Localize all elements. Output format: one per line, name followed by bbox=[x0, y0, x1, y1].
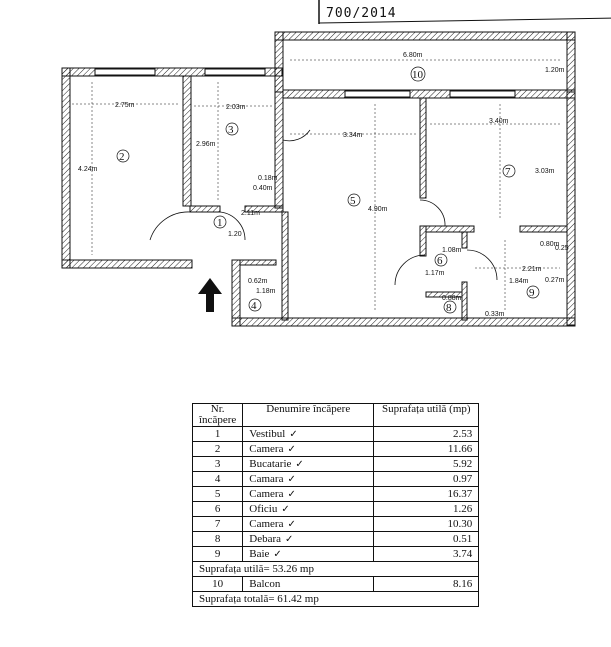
room-number: 4 bbox=[251, 300, 257, 312]
table-row: 4 Camara✓ 0.97 bbox=[191, 471, 480, 487]
table-row: 5 Camera✓ 16.37 bbox=[191, 486, 480, 502]
table-row: 6 Oficiu✓ 1.26 bbox=[191, 501, 480, 517]
useful-total-row: Suprafața utilă= 53.26 mp bbox=[191, 561, 480, 577]
room-number: 2 bbox=[119, 151, 125, 163]
svg-text:1.20: 1.20 bbox=[228, 231, 242, 238]
dimension-lines bbox=[72, 59, 562, 312]
header-area: Suprafața utilă (mp) bbox=[373, 403, 480, 427]
doors bbox=[149, 129, 498, 286]
room-number: 10 bbox=[412, 69, 424, 81]
svg-text:1.08m: 1.08m bbox=[442, 247, 462, 254]
entrance-arrow-icon bbox=[198, 278, 222, 312]
svg-text:2.75m: 2.75m bbox=[115, 102, 135, 109]
room-labels: 1 2 3 4 5 6 7 8 9 10 bbox=[116, 66, 540, 314]
checkmark-icon: ✓ bbox=[289, 429, 298, 440]
stamp-box bbox=[318, 0, 611, 24]
svg-text:3.03m: 3.03m bbox=[535, 168, 555, 175]
room-number: 9 bbox=[529, 287, 535, 299]
svg-text:3.40m: 3.40m bbox=[489, 118, 509, 125]
header-name: Denumire încăpere bbox=[242, 403, 375, 427]
room-number: 6 bbox=[437, 255, 443, 267]
svg-text:2.03m: 2.03m bbox=[226, 104, 246, 111]
svg-text:0.33m: 0.33m bbox=[485, 311, 505, 318]
svg-text:1.18m: 1.18m bbox=[256, 288, 276, 295]
table-row: 1 Vestibul✓ 2.53 bbox=[191, 426, 480, 442]
room-number: 5 bbox=[350, 195, 356, 207]
checkmark-icon: ✓ bbox=[285, 534, 294, 545]
checkmark-icon: ✓ bbox=[295, 459, 304, 470]
svg-text:0.27m: 0.27m bbox=[545, 277, 565, 284]
header-nr: Nr. încăpere bbox=[191, 403, 244, 427]
room-number: 7 bbox=[505, 166, 511, 178]
balcony-row: 10 Balcon 8.16 bbox=[191, 576, 480, 592]
room-number: 3 bbox=[228, 124, 234, 136]
table-row: 3 Bucatarie✓ 5.92 bbox=[191, 456, 480, 472]
svg-text:0.40m: 0.40m bbox=[253, 185, 273, 192]
grand-total-row: Suprafața totală= 61.42 mp bbox=[191, 591, 480, 607]
svg-text:2.96m: 2.96m bbox=[196, 141, 216, 148]
room-number: 8 bbox=[446, 302, 452, 314]
svg-text:0.62m: 0.62m bbox=[248, 278, 268, 285]
svg-text:0.25: 0.25 bbox=[555, 245, 569, 252]
dimension-labels: 6.80m 1.20m 2.75m 2.03m 3.34m 3.40m 4.24… bbox=[78, 52, 569, 318]
svg-text:0.80m: 0.80m bbox=[540, 241, 560, 248]
svg-text:2.21m: 2.21m bbox=[522, 266, 542, 273]
svg-text:6.80m: 6.80m bbox=[403, 52, 423, 59]
svg-text:4.90m: 4.90m bbox=[368, 206, 388, 213]
svg-text:4.24m: 4.24m bbox=[78, 166, 98, 173]
svg-text:1.20m: 1.20m bbox=[545, 67, 565, 74]
floor-plan: 1 2 3 4 5 6 7 8 9 10 6.80m 1.20m 2.75m 2… bbox=[61, 31, 576, 327]
checkmark-icon: ✓ bbox=[273, 549, 282, 560]
checkmark-icon: ✓ bbox=[281, 504, 290, 515]
stamp-frame bbox=[318, 0, 611, 24]
svg-text:2.11m: 2.11m bbox=[241, 210, 260, 217]
svg-text:1.17m: 1.17m bbox=[425, 270, 445, 277]
svg-text:0.18m: 0.18m bbox=[258, 175, 278, 182]
checkmark-icon: ✓ bbox=[287, 519, 296, 530]
stamp-number: 700/2014 bbox=[326, 6, 397, 21]
table-row: 2 Camera✓ 11.66 bbox=[191, 441, 480, 457]
checkmark-icon: ✓ bbox=[287, 474, 296, 485]
svg-text:1.84m: 1.84m bbox=[509, 278, 529, 285]
table-row: 8 Debara✓ 0.51 bbox=[191, 531, 480, 547]
checkmark-icon: ✓ bbox=[287, 489, 296, 500]
windows bbox=[94, 68, 516, 98]
checkmark-icon: ✓ bbox=[287, 444, 296, 455]
room-number: 1 bbox=[217, 217, 223, 229]
table-row: 9 Baie✓ 3.74 bbox=[191, 546, 480, 562]
svg-text:3.34m: 3.34m bbox=[343, 132, 363, 139]
table-row: 7 Camera✓ 10.30 bbox=[191, 516, 480, 532]
svg-text:0.88m: 0.88m bbox=[442, 295, 462, 302]
walls bbox=[61, 31, 576, 327]
rooms-table: Nr. încăpere Denumire încăpere Suprafața… bbox=[191, 403, 480, 607]
